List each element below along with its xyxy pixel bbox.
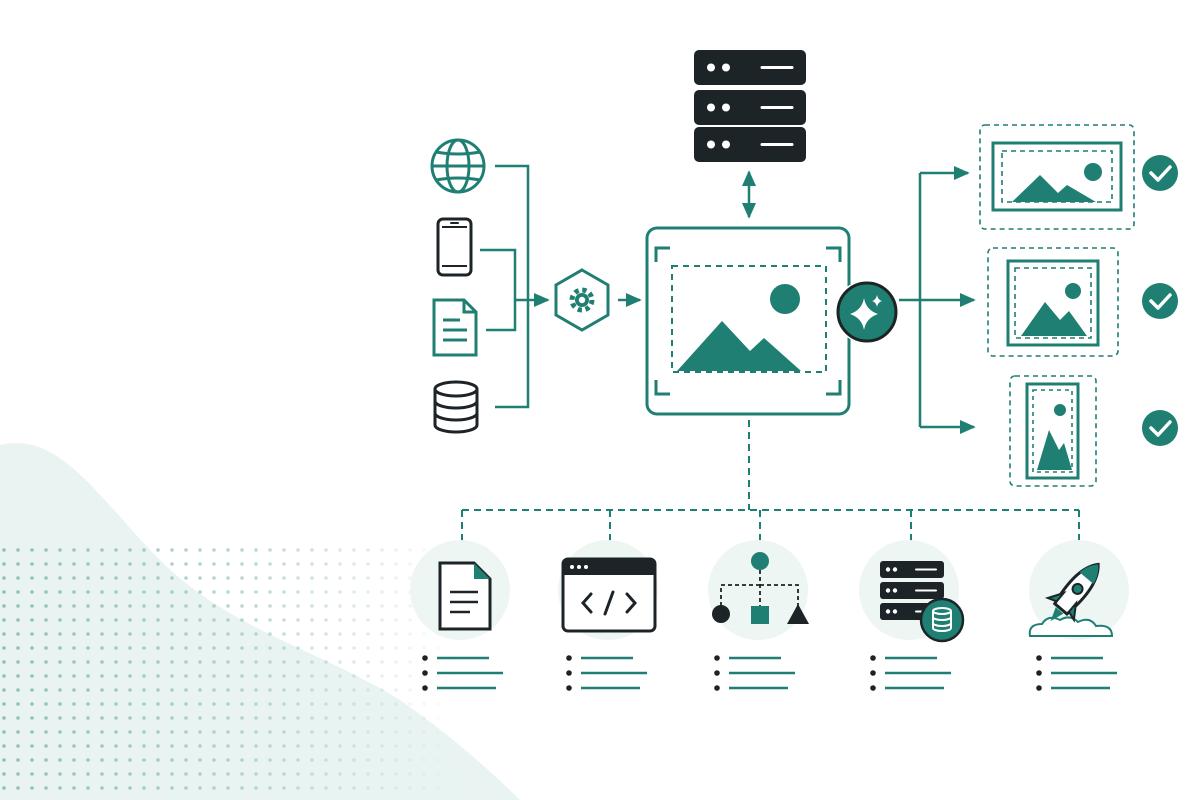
ai-enhance-badge [835, 280, 899, 344]
input-database-icon [433, 380, 479, 434]
processing-node [554, 268, 610, 332]
feature-bullets-1 [422, 655, 503, 691]
output-square-image-icon [987, 247, 1119, 357]
feature-bullets-4 [870, 655, 951, 691]
check-icon [1142, 410, 1178, 446]
input-smartphone-icon [436, 217, 473, 277]
feature-bullets-2 [566, 655, 647, 691]
check-icon [1142, 155, 1178, 191]
output-portrait-image-icon [1009, 375, 1097, 487]
feature-workflow-shapes-icon [708, 540, 809, 640]
feature-bullets-3 [714, 655, 795, 691]
sparkle-icon [850, 295, 882, 330]
check-icon [1142, 283, 1178, 319]
server-stack-icon [694, 50, 806, 162]
feature-document-icon [410, 540, 510, 640]
feature-code-window-icon [558, 540, 658, 640]
feature-server-database-icon [859, 540, 965, 643]
feature-bullet-lists [422, 655, 1117, 691]
output-connectors [899, 166, 976, 434]
mountain-icon [677, 284, 801, 371]
background-wave [0, 442, 520, 800]
central-image-frame [645, 226, 851, 416]
feature-bullets-5 [1036, 655, 1117, 691]
feature-connectors [461, 420, 1080, 545]
input-document-icon [432, 298, 478, 357]
input-globe-icon [430, 138, 486, 194]
output-landscape-image-icon [979, 124, 1135, 230]
feature-rocket-icon [1028, 540, 1129, 640]
gear-icon [569, 287, 595, 313]
input-connectors [480, 164, 550, 409]
status-check-icons [1142, 155, 1178, 446]
